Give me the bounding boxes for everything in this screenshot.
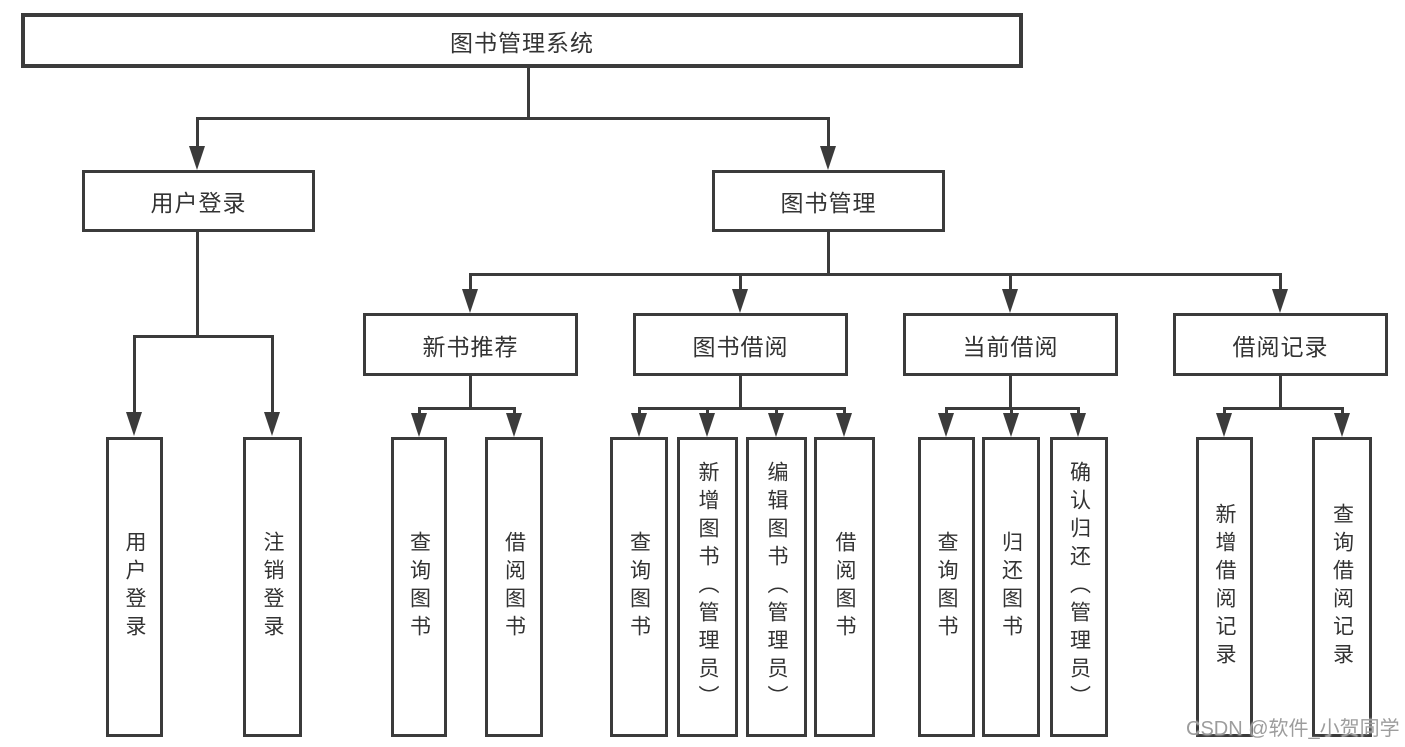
connector-line <box>739 375 742 410</box>
leaf-return-book: 归还图书 <box>982 437 1040 737</box>
connector-line <box>739 273 742 291</box>
node-label: 借阅记录 <box>1232 333 1329 360</box>
leaf-label: 查询借阅记录 <box>1330 503 1354 671</box>
arrow-down-icon <box>732 289 748 313</box>
leaf-logout: 注销登录 <box>243 437 302 737</box>
leaf-label: 确认归还（管理员） <box>1067 461 1091 713</box>
connector-line <box>133 335 136 414</box>
watermark: CSDN @软件_小贺同学 <box>1186 718 1400 740</box>
leaf-label: 编辑图书（管理员） <box>765 461 788 713</box>
connector-line <box>638 407 641 417</box>
leaf-label: 注销登录 <box>261 531 284 643</box>
node-label: 图书管理 <box>780 190 877 216</box>
node-book-management: 图书管理 <box>712 170 945 232</box>
node-borrowing-records: 借阅记录 <box>1173 313 1388 376</box>
arrow-down-icon <box>462 289 478 313</box>
arrow-down-icon <box>631 413 647 437</box>
connector-line <box>196 117 199 148</box>
connector-line <box>1223 407 1226 417</box>
connector-line <box>827 117 830 148</box>
leaf-label: 借阅图书 <box>502 531 526 643</box>
connector-line <box>706 407 709 417</box>
leaf-query-borrow-record: 查询借阅记录 <box>1312 437 1372 737</box>
connector-line <box>527 68 530 118</box>
connector-line <box>1009 375 1012 410</box>
arrow-down-icon <box>820 146 836 170</box>
connector-line <box>1341 407 1344 417</box>
connector-line <box>469 375 472 410</box>
arrow-down-icon <box>506 413 522 437</box>
leaf-user-login: 用户登录 <box>106 437 163 737</box>
leaf-label: 用户登录 <box>123 531 146 643</box>
node-label: 图书管理系统 <box>450 29 594 56</box>
connector-line <box>1010 407 1013 417</box>
arrow-down-icon <box>1002 289 1018 313</box>
leaf-add-borrow-record: 新增借阅记录 <box>1196 437 1253 737</box>
connector-line <box>775 407 778 417</box>
connector-line <box>196 117 830 120</box>
connector-line <box>469 273 472 291</box>
leaf-label: 查询图书 <box>935 531 958 643</box>
leaf-query-books-borrowing: 查询图书 <box>610 437 668 737</box>
arrow-down-icon <box>264 412 280 436</box>
connector-line <box>513 407 516 417</box>
arrow-down-icon <box>1334 413 1350 437</box>
connector-line <box>1009 273 1012 291</box>
arrow-down-icon <box>411 413 427 437</box>
arrow-down-icon <box>699 413 715 437</box>
node-current-borrowing: 当前借阅 <box>903 313 1118 376</box>
connector-line <box>418 407 516 410</box>
connector-line <box>271 335 274 414</box>
arrow-down-icon <box>189 146 205 170</box>
node-root: 图书管理系统 <box>21 13 1023 68</box>
node-user-login: 用户登录 <box>82 170 315 232</box>
leaf-borrow-books-borrowing: 借阅图书 <box>814 437 875 737</box>
node-new-book-recommend: 新书推荐 <box>363 313 578 376</box>
leaf-label: 查询图书 <box>407 531 431 643</box>
connector-line <box>196 232 199 337</box>
connector-line <box>1279 273 1282 291</box>
leaf-label: 借阅图书 <box>833 531 856 643</box>
connector-line <box>1223 407 1344 410</box>
leaf-label: 新增图书（管理员） <box>696 461 719 713</box>
connector-line <box>469 273 1282 276</box>
leaf-label: 归还图书 <box>999 531 1023 643</box>
connector-line <box>945 407 1080 410</box>
leaf-query-books-current: 查询图书 <box>918 437 975 737</box>
leaf-label: 查询图书 <box>627 531 651 643</box>
arrow-down-icon <box>1216 413 1232 437</box>
arrow-down-icon <box>1003 413 1019 437</box>
arrow-down-icon <box>768 413 784 437</box>
connector-line <box>638 407 846 410</box>
leaf-add-book-admin: 新增图书（管理员） <box>677 437 738 737</box>
arrow-down-icon <box>1070 413 1086 437</box>
connector-line <box>1077 407 1080 417</box>
node-book-borrowing: 图书借阅 <box>633 313 848 376</box>
connector-line <box>1279 375 1282 410</box>
connector-line <box>133 335 274 338</box>
node-label: 当前借阅 <box>962 333 1059 360</box>
leaf-query-books-recommend: 查询图书 <box>391 437 447 737</box>
arrow-down-icon <box>1272 289 1288 313</box>
node-label: 图书借阅 <box>692 333 789 360</box>
node-label: 用户登录 <box>150 190 247 216</box>
leaf-edit-book-admin: 编辑图书（管理员） <box>746 437 807 737</box>
node-label: 新书推荐 <box>422 333 519 360</box>
connector-line <box>827 232 830 276</box>
connector-line <box>945 407 948 417</box>
arrow-down-icon <box>938 413 954 437</box>
leaf-confirm-return-admin: 确认归还（管理员） <box>1050 437 1108 737</box>
leaf-label: 新增借阅记录 <box>1213 503 1236 671</box>
arrow-down-icon <box>126 412 142 436</box>
connector-line <box>843 407 846 417</box>
arrow-down-icon <box>836 413 852 437</box>
leaf-borrow-books-recommend: 借阅图书 <box>485 437 543 737</box>
connector-line <box>418 407 421 417</box>
